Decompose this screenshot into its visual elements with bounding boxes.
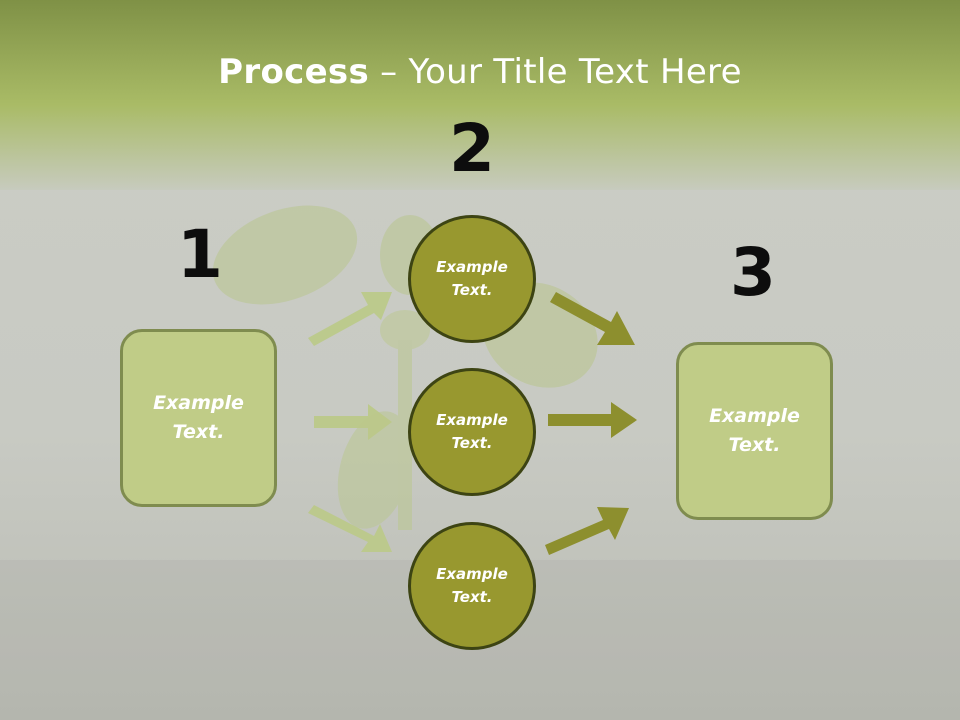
arrow-left-up [308,292,392,346]
arrow-right-down [545,507,629,555]
step-number-1: 1 [177,216,223,293]
step-3-box-text: Example Text. [709,405,800,456]
step-2-circle-middle: Example Text. [408,368,536,496]
slide-title: Process – Your Title Text Here [0,52,960,92]
step-number-2: 2 [449,110,495,187]
step-2-circle-bottom: Example Text. [408,522,536,650]
title-rest: – Your Title Text Here [369,52,742,92]
step-number-3: 3 [730,234,776,311]
circle-top-text: Example Text. [436,258,508,299]
arrow-right-middle [548,402,637,438]
arrow-left-middle [314,404,392,440]
step-1-box: Example Text. [120,329,277,507]
circle-middle-text: Example Text. [436,411,508,452]
step-3-box: Example Text. [676,342,833,520]
step-1-box-text: Example Text. [153,392,244,443]
step-2-circle-top: Example Text. [408,215,536,343]
arrow-left-down [308,505,392,552]
title-bold: Process [218,52,370,92]
circle-bottom-text: Example Text. [436,565,508,606]
arrow-right-up [550,292,635,345]
